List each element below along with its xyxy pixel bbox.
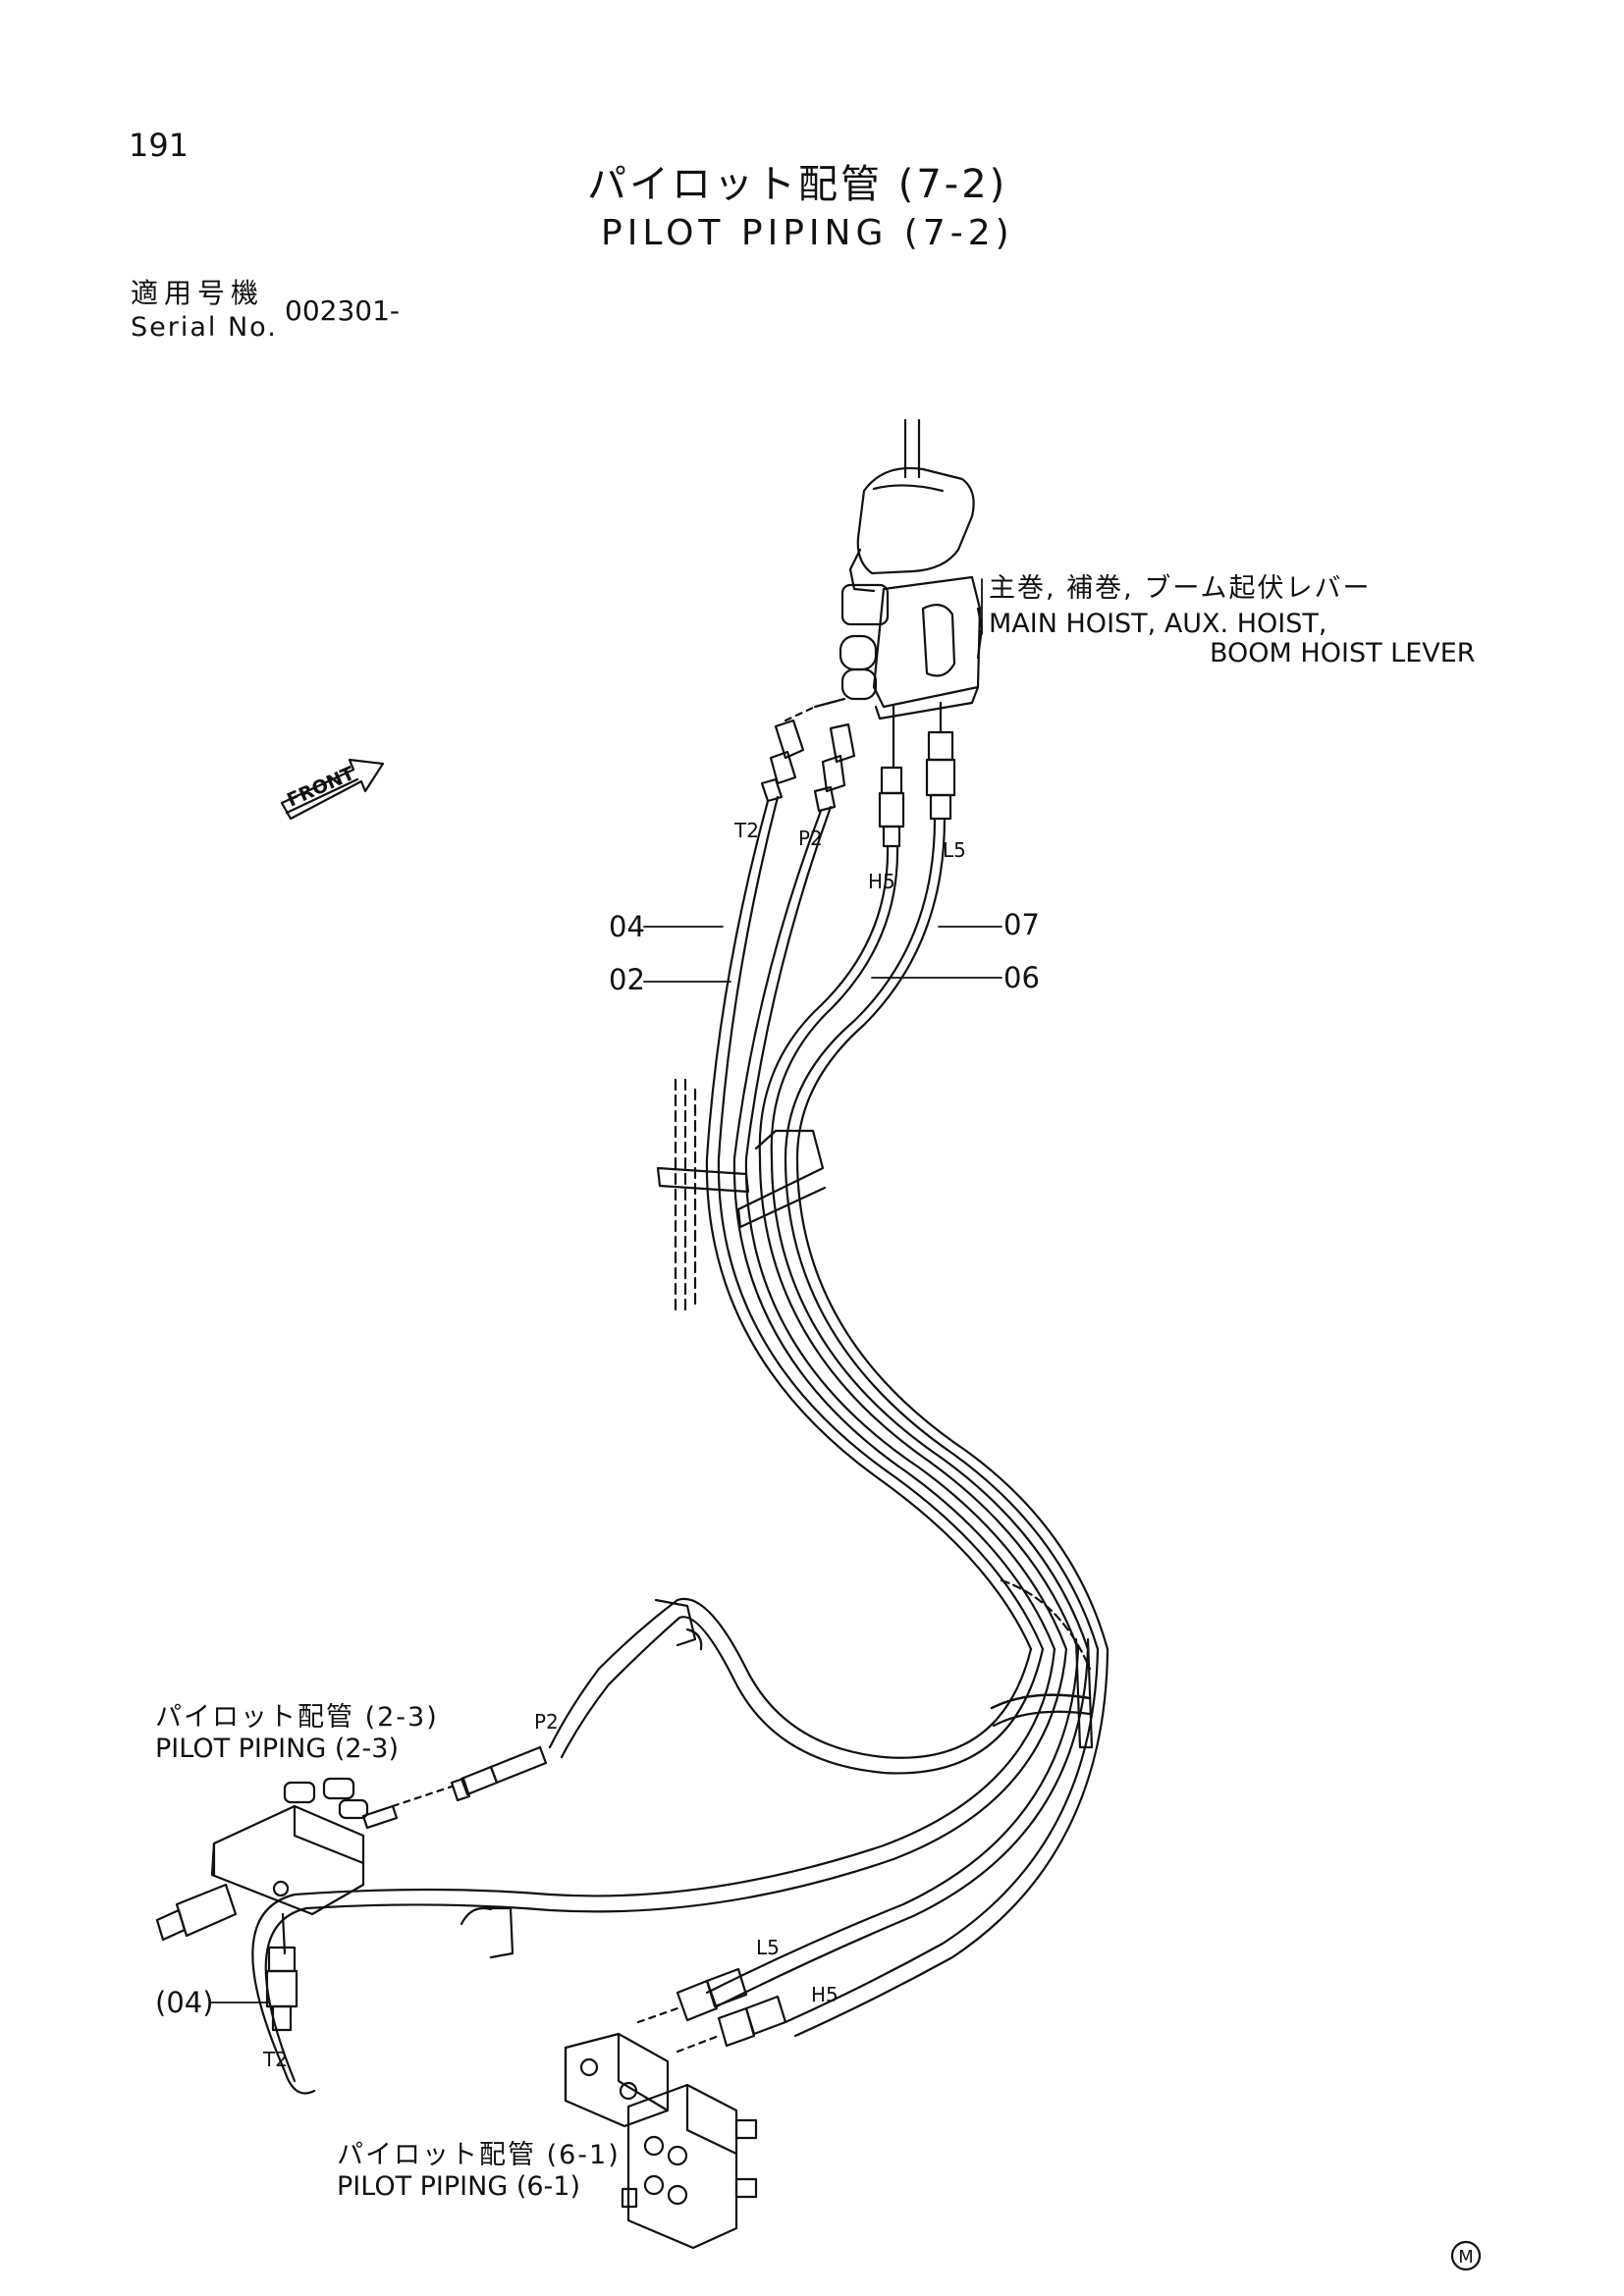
port-tag-t2-top: T2 bbox=[734, 819, 759, 842]
port-tag-l5-top: L5 bbox=[943, 838, 966, 862]
part-number-04-ref: (04) bbox=[155, 1986, 214, 2019]
part-number-06: 06 bbox=[1003, 961, 1040, 994]
lever-label-jp: 主巻, 補巻, ブーム起伏レバー bbox=[989, 573, 1372, 604]
hose-bundle bbox=[656, 795, 1110, 1749]
pilot-61-label-en: PILOT PIPING (6-1) bbox=[337, 2171, 581, 2202]
page-title-jp: パイロット配管 (7-2) bbox=[587, 162, 1008, 207]
port-tag-p2-bottom: P2 bbox=[534, 1710, 559, 1734]
pilot-23-label-jp: パイロット配管 (2-3) bbox=[155, 1702, 439, 1733]
serial-label-en: Serial No. bbox=[131, 312, 278, 343]
port-tag-l5-bottom: L5 bbox=[756, 1936, 780, 1959]
lever-label-en-1: MAIN HOIST, AUX. HOIST, bbox=[989, 609, 1327, 639]
front-arrow-icon: FRONT bbox=[280, 758, 385, 821]
manufacturer-mark-icon: M bbox=[1450, 2240, 1482, 2271]
port-tag-h5-bottom: H5 bbox=[811, 1983, 839, 2006]
page-number: 191 bbox=[129, 127, 189, 164]
port-tag-h5-top: H5 bbox=[868, 870, 895, 893]
part-number-04: 04 bbox=[609, 910, 645, 943]
lower-hoses bbox=[251, 1597, 1110, 2095]
front-arrow-label: FRONT bbox=[284, 763, 357, 812]
page-title-en: PILOT PIPING (7-2) bbox=[601, 213, 1014, 253]
lever-label-en-2: BOOM HOIST LEVER bbox=[1210, 638, 1476, 668]
serial-label-jp: 適用号機 bbox=[131, 277, 265, 309]
pilot-61-label-jp: パイロット配管 (6-1) bbox=[337, 2140, 621, 2170]
part-number-02: 02 bbox=[609, 963, 645, 996]
valve-6-1 bbox=[564, 1967, 787, 2250]
pilot-23-label-en: PILOT PIPING (2-3) bbox=[155, 1734, 400, 1764]
valve-2-3 bbox=[155, 1745, 548, 2032]
serial-value: 002301- bbox=[285, 294, 400, 327]
mark-letter: M bbox=[1458, 2247, 1474, 2268]
lever-assembly bbox=[813, 418, 984, 721]
leader-lines bbox=[209, 578, 1002, 2003]
part-number-07: 07 bbox=[1003, 908, 1040, 941]
top-couplers bbox=[760, 701, 956, 848]
